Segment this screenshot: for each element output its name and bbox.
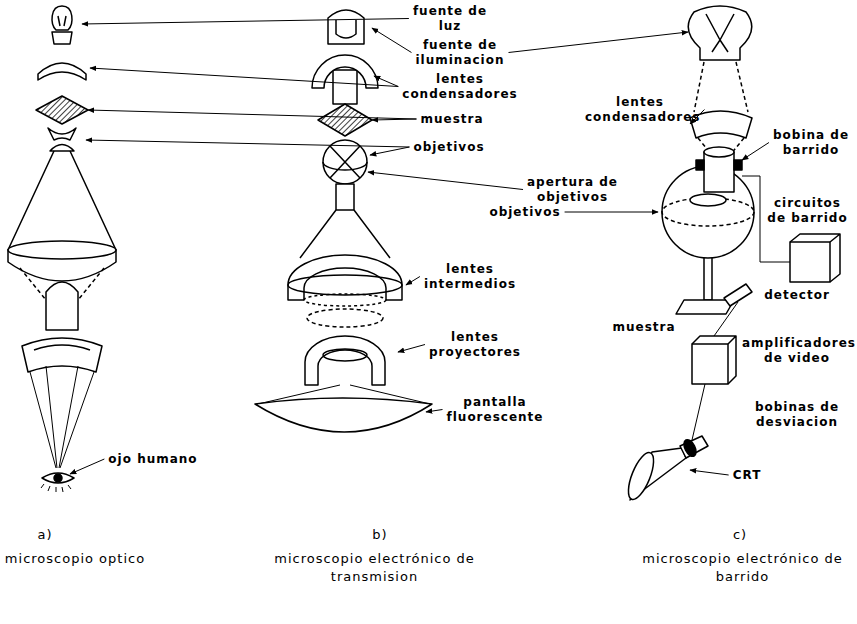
caption: a) [25, 526, 65, 544]
part-label: bobinas de desviacion [742, 400, 852, 430]
leader-line [690, 470, 729, 475]
part-label: amplificadores de video [742, 336, 852, 366]
leader-line [88, 110, 416, 119]
leader-line [70, 459, 104, 474]
part-label: pantalla fluorescente [440, 395, 550, 425]
part-label: muestra [412, 112, 492, 127]
caption: c) [720, 526, 760, 544]
leader-line [90, 68, 398, 87]
caption: microscopio electrónico de transmision [272, 550, 477, 586]
part-label: lentes intermedios [420, 262, 520, 292]
part-label: fuente de iluminacion [405, 38, 515, 68]
part-label: circuitos de barrido [765, 196, 850, 226]
leader-line [368, 172, 523, 190]
leader-line [509, 32, 688, 53]
leader-line [372, 28, 411, 53]
part-label: lentes condensadores [585, 95, 695, 125]
part-label: CRT [725, 468, 769, 483]
leader-line [426, 410, 443, 413]
part-label: apertura de objetivos [520, 175, 625, 205]
leader-line [398, 345, 425, 353]
caption: microscopio electrónico de barrido [640, 550, 845, 586]
leader-line [374, 76, 398, 87]
caption: microscopio optico [0, 550, 150, 568]
part-label: lentes condensadores [400, 72, 520, 102]
caption: b) [360, 526, 400, 544]
part-label: fuente de luz [410, 4, 490, 34]
part-label: objetivos [480, 205, 570, 220]
part-label: bobina de barrido [770, 128, 852, 158]
leader-line [406, 277, 420, 286]
part-label: objetivos [404, 140, 494, 155]
leader-line [86, 140, 409, 147]
part-label: ojo humano [108, 452, 198, 467]
leader-line [372, 119, 416, 120]
leader-line [565, 212, 658, 213]
leader-line [742, 143, 769, 161]
part-label: lentes proyectores [425, 330, 525, 360]
leader-line [82, 19, 409, 25]
leader-line [370, 147, 409, 155]
part-label: detector [757, 288, 837, 303]
part-label: muestra [608, 320, 680, 335]
